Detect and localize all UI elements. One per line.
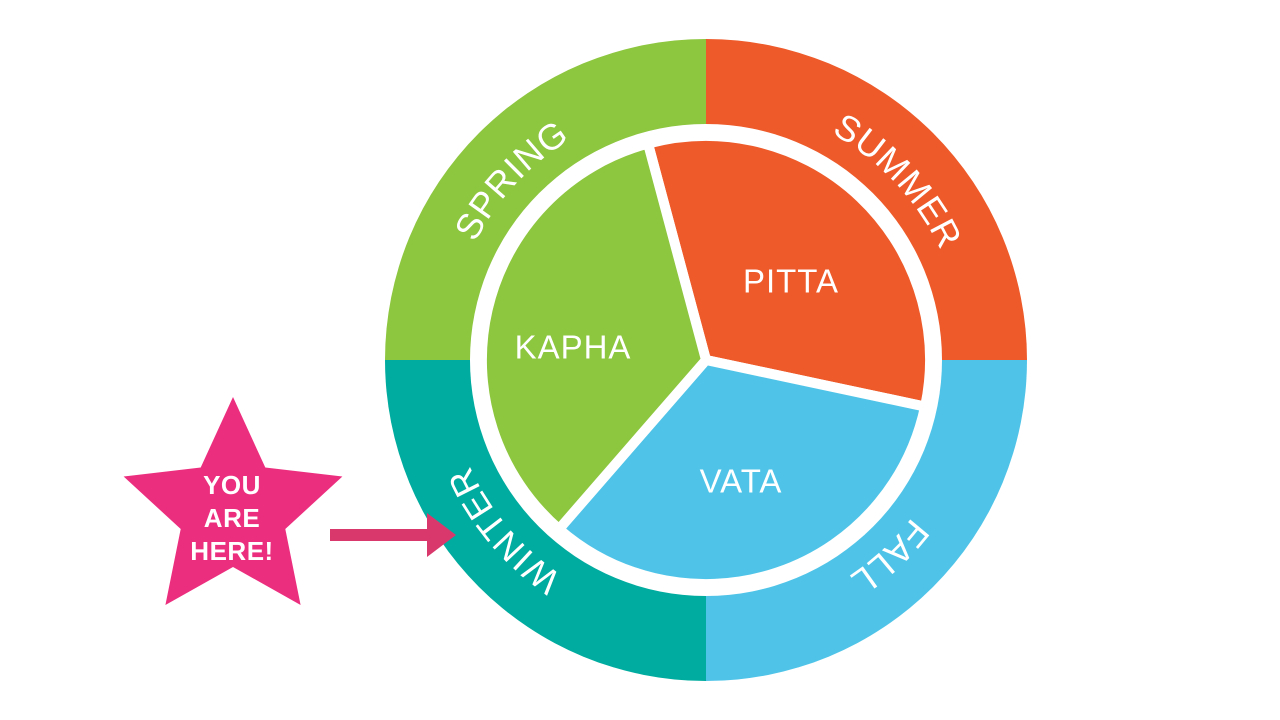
dosha-pie [476,130,935,590]
dosha-labels: KAPHA PITTA VATA [515,263,839,500]
arrow-icon [330,513,456,557]
you-are-here-marker: YOU ARE HERE! [123,397,456,605]
star-text-line1: YOU [203,470,261,500]
dosha-slice-pitta [641,130,935,413]
star-icon [123,397,343,605]
dosha-label-kapha: KAPHA [515,329,632,366]
dosha-label-vata: VATA [700,463,783,500]
dosha-slice-vata [551,354,932,590]
star-text-line2: ARE [204,503,260,533]
star-text-line3: HERE! [190,536,273,566]
dosha-slice-kapha [476,137,712,537]
dosha-label-pitta: PITTA [743,263,839,300]
